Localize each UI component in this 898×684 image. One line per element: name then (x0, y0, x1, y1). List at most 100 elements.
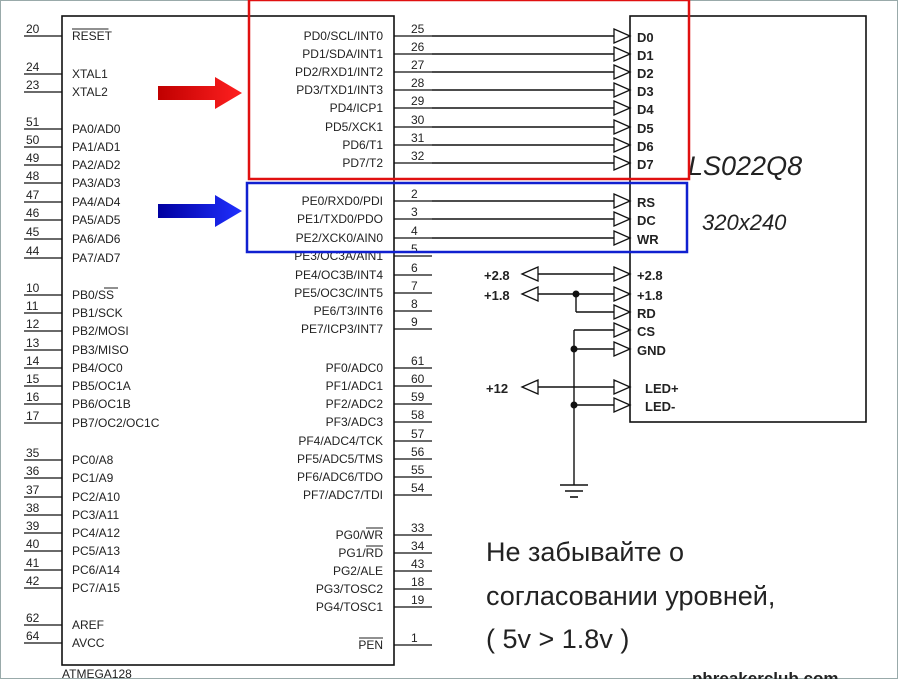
pin-label: PE2/XCK0/AIN0 (296, 231, 384, 245)
pin-label: PA7/AD7 (72, 251, 121, 265)
lcd-pin-label: D3 (637, 84, 654, 99)
control-bus-highlight (245, 181, 689, 254)
note-line-2: согласовании уровней, (486, 581, 775, 611)
pin-label: PE0/RXD0/PDI (302, 194, 383, 208)
lcd-power-label: LED+ (645, 381, 679, 396)
pin-number: 10 (26, 281, 40, 295)
pin-label: PE6/T3/INT6 (314, 304, 384, 318)
lcd-pin-label: D1 (637, 48, 654, 63)
lcd-power-label: CS (637, 324, 655, 339)
pin-number: 18 (411, 575, 425, 589)
ground-icon (560, 484, 588, 498)
data-bus-highlight (247, 0, 691, 181)
lcd-pin-label: WR (637, 232, 659, 247)
pin-label: PB0/SS (72, 288, 114, 302)
pin-number: 46 (26, 206, 40, 220)
pin-label: PA1/AD1 (72, 140, 121, 154)
pin-label: PF4/ADC4/TCK (298, 434, 383, 448)
input-arrow-icon (613, 82, 632, 98)
pin-number: 16 (26, 390, 40, 404)
pin-label: PF1/ADC1 (326, 379, 384, 393)
junction-dot (570, 345, 578, 353)
pin-number: 62 (26, 611, 40, 625)
supply-label-1v8: +1.8 (484, 288, 510, 303)
pin-label: PA5/AD5 (72, 213, 121, 227)
input-arrow-icon (613, 379, 632, 395)
pin-number: 4 (411, 224, 418, 238)
lcd-model: LS022Q8 (688, 151, 802, 181)
supply-label-12v: +12 (486, 381, 508, 396)
pin-number: 9 (411, 315, 418, 329)
pin-number: 54 (411, 481, 425, 495)
note-line-3: ( 5v > 1.8v ) (486, 624, 629, 654)
input-arrow-icon (613, 304, 632, 320)
pin-number: 27 (411, 58, 425, 72)
pin-number: 40 (26, 537, 40, 551)
output-arrow-icon (520, 286, 539, 302)
input-arrow-icon (613, 193, 632, 209)
bus-wires (432, 28, 632, 246)
pin-label: PC4/A12 (72, 526, 120, 540)
pin-number: 64 (26, 629, 40, 643)
pin-label: PD1/SDA/INT1 (302, 47, 383, 61)
input-arrow-icon (613, 137, 632, 153)
pin-label: PA2/AD2 (72, 158, 121, 172)
lcd-pin-label: D0 (637, 30, 654, 45)
pin-label: PB3/MISO (72, 343, 129, 357)
mcu-name: ATMEGA128 (62, 667, 132, 679)
pin-label: PG0/WR (336, 528, 384, 542)
pin-number: 45 (26, 225, 40, 239)
pin-label: PE1/TXD0/PDO (297, 212, 383, 226)
pin-number: 61 (411, 354, 425, 368)
pin-label: PG3/TOSC2 (316, 582, 383, 596)
pin-label: PB1/SCK (72, 306, 123, 320)
pin-number: 24 (26, 60, 40, 74)
lcd-pin-label: D4 (637, 102, 654, 117)
pin-number: 12 (26, 317, 40, 331)
pin-number: 5 (411, 242, 418, 256)
pin-label: AVCC (72, 636, 105, 650)
pin-label: XTAL2 (72, 85, 108, 99)
pin-number: 30 (411, 113, 425, 127)
pin-label: RESET (72, 29, 113, 43)
blue-arrow-icon (158, 195, 242, 227)
pin-number: 47 (26, 188, 40, 202)
pin-label: AREF (72, 618, 104, 632)
mcu-body (61, 15, 395, 666)
lcd-pin-label: D6 (637, 139, 654, 154)
pin-number: 49 (26, 151, 40, 165)
pin-label: PEN (358, 638, 383, 652)
pin-label: PD5/XCK1 (325, 120, 383, 134)
input-arrow-icon (613, 266, 632, 282)
pin-label: PF2/ADC2 (326, 397, 384, 411)
pin-number: 33 (411, 521, 425, 535)
pin-label: PB2/MOSI (72, 324, 129, 338)
pin-label: PB7/OC2/OC1C (72, 416, 160, 430)
pin-label: PF0/ADC0 (326, 361, 384, 375)
pin-label: PC0/A8 (72, 453, 114, 467)
pin-number: 43 (411, 557, 425, 571)
pin-label: PC5/A13 (72, 544, 120, 558)
pin-label: PG1/RD (338, 546, 383, 560)
pin-number: 38 (26, 501, 40, 515)
pin-label: PC1/A9 (72, 471, 114, 485)
pin-number: 28 (411, 76, 425, 90)
input-arrow-icon (613, 286, 632, 302)
pin-number: 37 (26, 483, 40, 497)
pin-number: 3 (411, 205, 418, 219)
pin-label: PD4/ICP1 (330, 101, 384, 115)
pin-number: 25 (411, 22, 425, 36)
pin-label: PA3/AD3 (72, 176, 121, 190)
pin-label: PC2/A10 (72, 490, 120, 504)
input-arrow-icon (613, 100, 632, 116)
pin-number: 29 (411, 94, 425, 108)
input-arrow-icon (613, 322, 632, 338)
pin-number: 14 (26, 354, 40, 368)
pin-number: 32 (411, 149, 425, 163)
pin-label: PE4/OC3B/INT4 (295, 268, 383, 282)
input-arrow-icon (613, 211, 632, 227)
